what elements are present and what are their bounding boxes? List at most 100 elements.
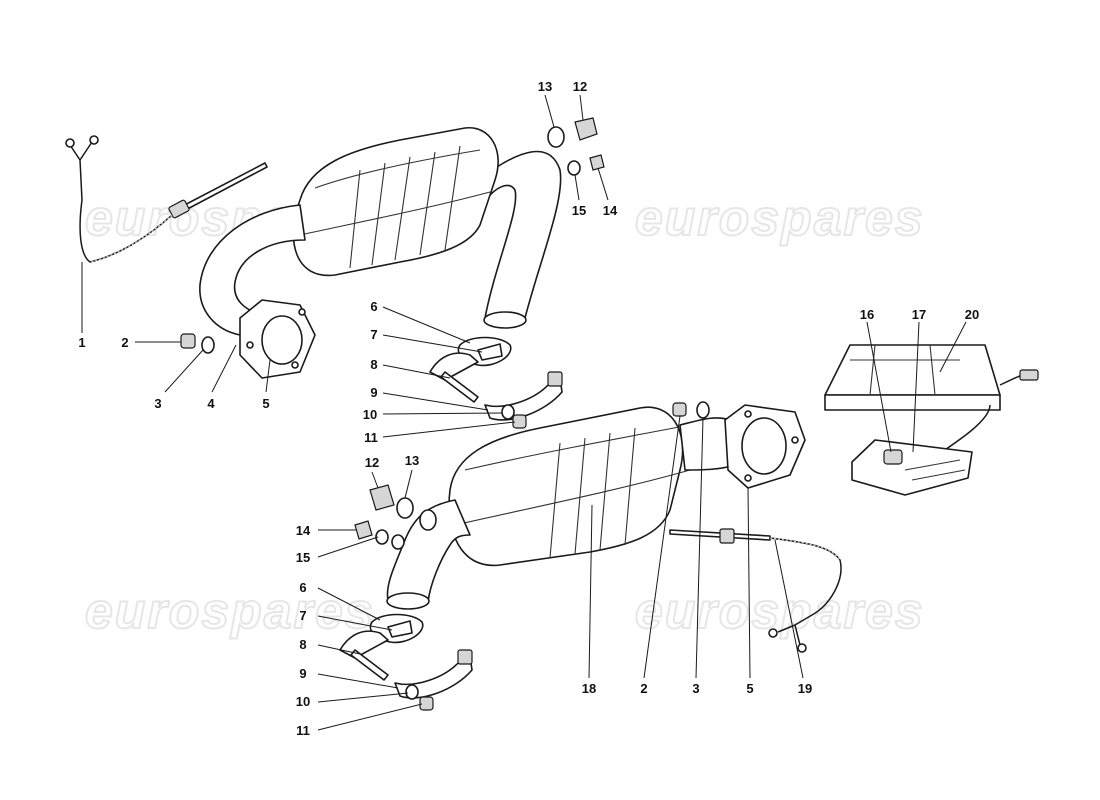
housing-detail xyxy=(850,344,960,396)
flange-bolt-hole xyxy=(298,308,306,316)
lower-body-rib xyxy=(624,427,636,546)
flange-bolt-hole xyxy=(291,361,299,369)
plug-part xyxy=(354,520,373,540)
leader-line xyxy=(695,417,704,679)
callout-6: 6 xyxy=(299,580,306,595)
leader-line xyxy=(588,504,593,679)
sensor-nut xyxy=(719,528,735,544)
upper-body-seam xyxy=(299,191,491,236)
callout-5: 5 xyxy=(262,396,269,411)
leader-line xyxy=(382,392,489,411)
upper-converter-assembly xyxy=(65,127,562,379)
leader-line xyxy=(382,334,483,353)
callout-4: 4 xyxy=(207,396,215,411)
callout-10: 10 xyxy=(363,407,377,422)
leader-line xyxy=(317,692,409,703)
clamp-half-upper xyxy=(429,352,479,381)
callout-3: 3 xyxy=(692,681,699,696)
lower-plug-parts xyxy=(354,484,414,550)
leader-line xyxy=(747,487,751,679)
upper-body-rib xyxy=(371,162,386,266)
bolt-part xyxy=(440,371,479,403)
upper-outlet-flange xyxy=(483,311,527,329)
lower-converter-assembly xyxy=(386,401,806,610)
leader-line xyxy=(382,306,471,344)
watermark-text: eurospares xyxy=(635,583,925,639)
callout-6: 6 xyxy=(370,299,377,314)
leader-line xyxy=(371,471,379,489)
callout-18: 18 xyxy=(582,681,596,696)
callout-1: 1 xyxy=(78,335,85,350)
callout-2: 2 xyxy=(121,335,128,350)
washer-part xyxy=(375,529,389,545)
control-unit-assembly xyxy=(824,344,1039,496)
lower-body-seam xyxy=(454,469,691,526)
plug-part xyxy=(574,117,598,141)
terminal-fork-icon xyxy=(89,135,99,145)
connector-pins xyxy=(904,459,966,481)
sensor-nut xyxy=(168,199,190,219)
lower-body-rib xyxy=(574,437,586,555)
callout-9: 9 xyxy=(299,666,306,681)
washer-part xyxy=(567,160,581,176)
lower-body-rib xyxy=(549,442,561,559)
leader-line xyxy=(774,539,804,679)
flange-bolt-hole xyxy=(744,410,752,418)
washer-part xyxy=(501,404,515,420)
connector-plug xyxy=(1019,369,1039,381)
callout-7: 7 xyxy=(299,608,306,623)
callout-12: 12 xyxy=(365,455,379,470)
gasket-center xyxy=(387,620,413,638)
leader-line xyxy=(579,94,584,121)
leader-line xyxy=(404,469,413,499)
connector-block xyxy=(851,439,973,496)
leader-line xyxy=(544,94,555,128)
callout-15: 15 xyxy=(572,203,586,218)
leader-line xyxy=(317,536,379,558)
clamp-lug xyxy=(547,371,563,387)
bolt-part xyxy=(350,649,389,681)
leader-line xyxy=(382,364,451,379)
clamp-lug xyxy=(457,649,473,665)
plug-part xyxy=(589,154,605,171)
terminal-fork-icon xyxy=(797,643,807,653)
upper-body-rib xyxy=(444,145,461,251)
watermark-text: eurospares xyxy=(635,190,925,246)
callout-13: 13 xyxy=(405,453,419,468)
washer-part xyxy=(201,336,215,354)
control-unit-base xyxy=(824,394,1001,411)
sensor-wire-sheath xyxy=(769,537,841,561)
nut-part xyxy=(512,414,527,429)
lower-body-rib xyxy=(599,432,611,551)
lower-converter-body xyxy=(448,406,684,567)
callout-3: 3 xyxy=(154,396,161,411)
leader-line xyxy=(317,644,361,655)
callout-7: 7 xyxy=(370,327,377,342)
callout-14: 14 xyxy=(603,203,618,218)
upper-plug-parts xyxy=(547,117,605,176)
upper-flange-port xyxy=(261,315,303,365)
leader-lines xyxy=(81,94,967,731)
upper-clamp-assembly xyxy=(429,336,563,429)
nut-part xyxy=(419,696,434,711)
sensor-wire xyxy=(769,537,842,626)
callout-10: 10 xyxy=(296,694,310,709)
callout-5: 5 xyxy=(746,681,753,696)
leader-line xyxy=(317,615,393,631)
callout-11: 11 xyxy=(364,430,378,445)
washer-part xyxy=(405,684,419,700)
callout-12: 12 xyxy=(573,79,587,94)
leader-line xyxy=(317,673,399,689)
watermark-text: eurospares xyxy=(85,583,375,639)
plug-part xyxy=(369,484,395,511)
washer-part xyxy=(391,534,405,550)
flange-bolt-hole xyxy=(791,436,799,444)
gasket-center xyxy=(477,343,503,361)
leader-line xyxy=(164,349,204,393)
callout-20: 20 xyxy=(965,307,979,322)
leader-line xyxy=(382,421,516,438)
callout-17: 17 xyxy=(912,307,926,322)
upper-body-rib xyxy=(419,151,436,256)
upper-body-rib xyxy=(349,169,361,269)
